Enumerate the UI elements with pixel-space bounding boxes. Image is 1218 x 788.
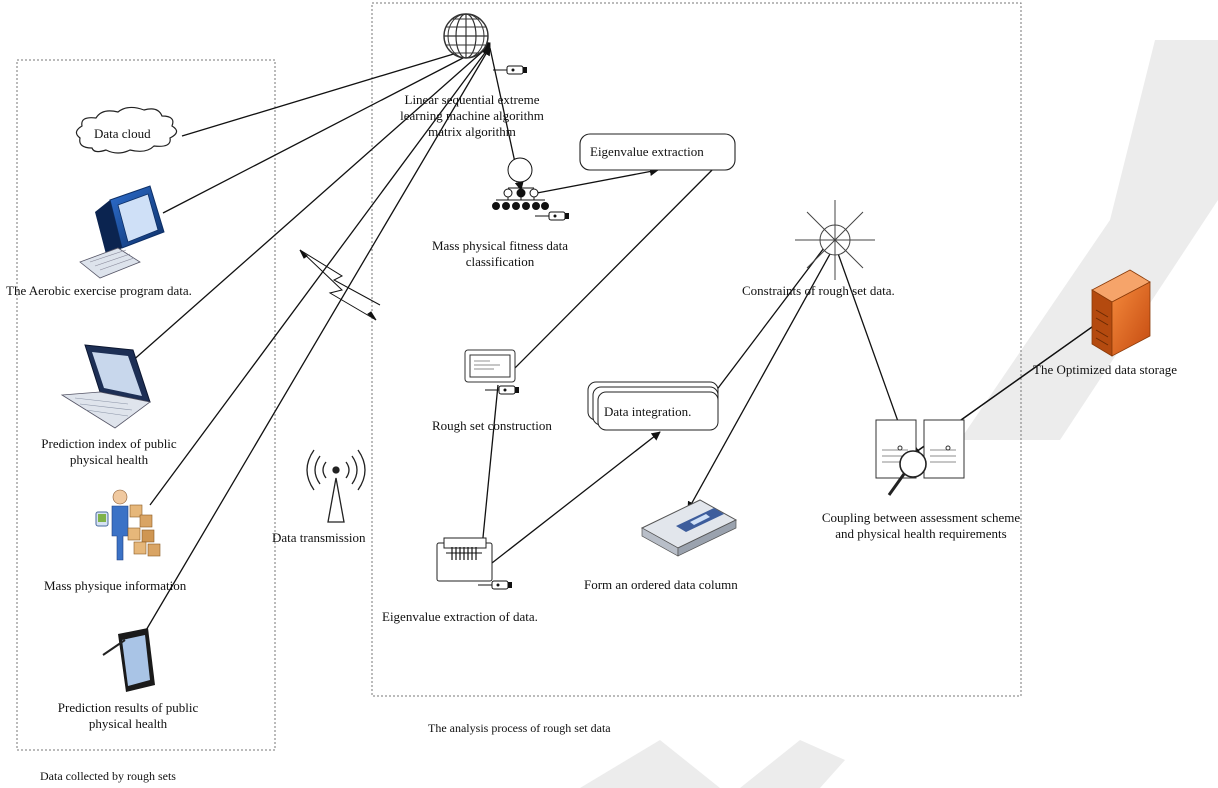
cable-icon: [535, 211, 569, 221]
edge-cloud-globe: [181, 41, 491, 137]
edge-tablet-globe: [144, 46, 491, 633]
eigenvalue-extraction-box: [579, 133, 736, 171]
optimized-storage-label: The Optimized data storage: [1033, 362, 1178, 377]
tablet-icon: [102, 628, 155, 692]
middle-panel-caption: The analysis process of rough set data: [428, 721, 611, 735]
edge-hierarchy-eigen: [536, 167, 659, 194]
magnifier-servers-icon: [875, 419, 965, 496]
constraints-label: Constraints of rough set data.: [742, 283, 895, 298]
folder-icon: [436, 537, 493, 582]
edge-desktop-globe: [162, 43, 491, 214]
data-integration-label: Data integration.: [604, 404, 692, 419]
laptop-icon: [60, 344, 151, 429]
cable-icon: [493, 65, 527, 75]
edge-folder-integration: [482, 431, 661, 571]
edge-integration-star: [699, 239, 831, 413]
hierarchy-icon: [492, 157, 549, 210]
tape-drive-icon: [640, 499, 738, 557]
globe-icon: [443, 13, 489, 59]
left-panel: [16, 59, 276, 751]
server-icon: [1091, 269, 1151, 357]
data-integration-box: [587, 381, 719, 431]
data-transmission-label: Data transmission: [272, 530, 366, 545]
linear-sequential-label: Linear sequential extreme learning machi…: [400, 92, 544, 139]
document-icon: [464, 349, 516, 383]
prediction-results-label: Prediction results of public physical he…: [57, 700, 199, 731]
edge-eigen-roughset: [504, 149, 733, 379]
desktop-computer-icon: [79, 185, 165, 279]
aerobic-label: The Aerobic exercise program data.: [6, 283, 192, 298]
lightning-icon: [299, 249, 381, 321]
mass-physique-label: Mass physique information: [44, 578, 187, 593]
cable-icon: [478, 580, 512, 590]
eigenvalue-extraction-label: Eigenvalue extraction: [590, 144, 704, 159]
person-with-boxes-icon: [95, 489, 161, 561]
data-cloud-label: Data cloud: [94, 126, 151, 141]
cable-icon: [485, 385, 519, 395]
middle-panel: [371, 2, 1022, 697]
eigenvalue-extraction-data-label: Eigenvalue extraction of data.: [382, 609, 538, 624]
prediction-index-label: Prediction index of public physical heal…: [41, 436, 177, 467]
edge-person-globe: [149, 45, 491, 506]
watermark: [580, 40, 1218, 788]
cloud-icon: [75, 106, 178, 154]
mass-fitness-label: Mass physical fitness data classificatio…: [431, 238, 569, 269]
rough-set-construction-label: Rough set construction: [432, 418, 552, 433]
antenna-icon: [306, 449, 366, 523]
edge-laptop-globe: [129, 44, 491, 364]
coupling-label: Coupling between assessment scheme and p…: [821, 510, 1021, 541]
left-panel-caption: Data collected by rough sets: [40, 769, 176, 783]
star-node-icon: [795, 200, 875, 280]
edge-star-tape: [687, 244, 836, 511]
ordered-column-label: Form an ordered data column: [584, 577, 738, 592]
